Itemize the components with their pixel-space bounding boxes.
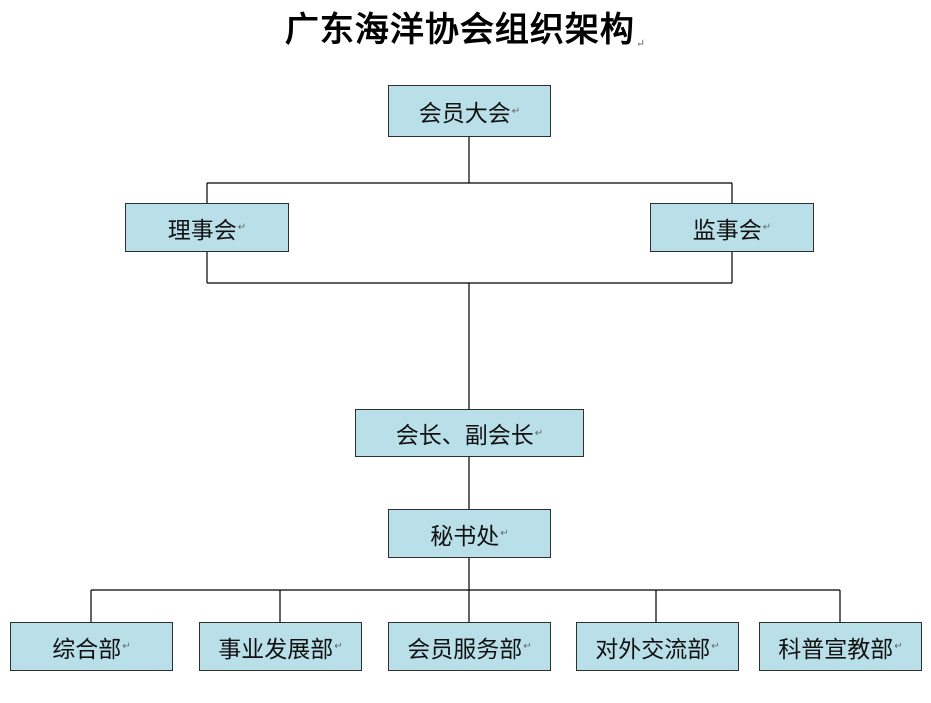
node-label: 会员大会 — [418, 101, 511, 127]
node-dept-member-services: 会员服务部↵ — [388, 622, 551, 671]
return-mark-icon: ↵ — [523, 641, 532, 652]
return-mark-icon: ↵ — [635, 37, 647, 50]
node-council: 理事会↵ — [125, 203, 289, 252]
node-label: 科普宣教部 — [778, 636, 894, 663]
title-text: 广东海洋协会组织架构 — [284, 10, 635, 50]
node-dept-general: 综合部↵ — [10, 622, 173, 671]
node-label: 对外交流部 — [595, 636, 711, 663]
page-title: 广东海洋协会组织架构↵ — [0, 4, 931, 70]
return-mark-icon: ↵ — [534, 427, 544, 439]
node-label: 监事会 — [692, 217, 762, 244]
node-dept-foreign-exchange: 对外交流部↵ — [576, 622, 739, 671]
return-mark-icon: ↵ — [762, 222, 772, 233]
node-label: 理事会 — [167, 217, 237, 244]
node-dept-development: 事业发展部↵ — [199, 622, 362, 671]
return-mark-icon: ↵ — [122, 641, 131, 652]
node-dept-science-education: 科普宣教部↵ — [759, 622, 922, 671]
return-mark-icon: ↵ — [500, 528, 509, 539]
return-mark-icon: ↵ — [894, 641, 903, 652]
node-label: 综合部 — [52, 636, 122, 663]
node-supervisory-board: 监事会↵ — [650, 203, 814, 252]
node-secretariat: 秘书处↵ — [388, 509, 551, 558]
node-president: 会长、副会长↵ — [355, 409, 584, 457]
node-label: 秘书处 — [430, 523, 500, 550]
node-label: 会员服务部 — [407, 636, 523, 663]
return-mark-icon: ↵ — [711, 641, 720, 652]
return-mark-icon: ↵ — [237, 222, 247, 233]
node-label: 事业发展部 — [218, 636, 334, 663]
node-label: 会长、副会长 — [395, 423, 534, 449]
node-general-assembly: 会员大会↵ — [388, 85, 551, 137]
return-mark-icon: ↵ — [511, 105, 521, 117]
return-mark-icon: ↵ — [334, 641, 343, 652]
